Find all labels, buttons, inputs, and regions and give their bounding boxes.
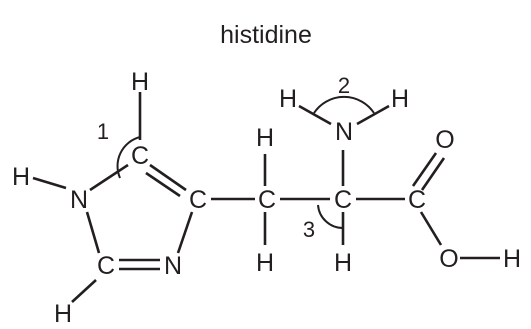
angle-arc-2 <box>313 95 375 114</box>
atom-labels: C N C C N C C C N O O H H H H H H H H H <box>12 68 521 328</box>
bonds <box>32 92 500 303</box>
angle-label-1: 1 <box>97 119 109 144</box>
atom-h-ch2-bottom: H <box>256 249 274 277</box>
atom-ring-n-h: N <box>70 186 88 214</box>
atom-ring-c-right: C <box>189 186 207 214</box>
bond-ctop-cright-a <box>149 163 187 192</box>
atom-h-amino-left: H <box>279 85 297 113</box>
atom-ring-n-bottom: N <box>164 252 182 280</box>
atom-alpha-c: C <box>334 186 352 214</box>
atom-h-hydroxyl: H <box>503 245 521 273</box>
angle-number-labels: 1 2 3 <box>97 73 350 242</box>
bond-carboxyl-o-double-a <box>411 152 438 187</box>
atom-ring-c-bottom: C <box>97 252 115 280</box>
diagram-title: histidine <box>220 21 312 49</box>
atom-ring-c-top: C <box>131 142 149 170</box>
bond-cbottom-h <box>71 279 97 303</box>
atom-h-alpha: H <box>334 249 352 277</box>
angle-label-2: 2 <box>338 73 350 98</box>
bond-cright-nbottom <box>176 211 194 254</box>
bond-n-hright <box>356 104 390 126</box>
atom-carbonyl-o: O <box>435 126 454 154</box>
bond-nh-h <box>32 176 67 190</box>
atom-h-ch2-top: H <box>256 124 274 152</box>
atom-h-amino-right: H <box>391 85 409 113</box>
bond-nh-cbottom <box>85 211 101 254</box>
bond-carboxyl-o-single <box>419 211 443 246</box>
atom-h-ring-top: H <box>131 68 149 96</box>
atom-hydroxyl-o: O <box>439 245 458 273</box>
angle-arc-1 <box>116 136 141 179</box>
atom-h-ring-n: H <box>12 163 30 191</box>
angle-arc-3 <box>317 204 344 230</box>
atom-amino-n: N <box>335 118 353 146</box>
atom-ch2-c: C <box>258 186 276 214</box>
bond-n-hleft <box>298 104 332 126</box>
bond-carboxyl-o-double-b <box>420 157 446 191</box>
bond-ctop-nh <box>89 163 129 192</box>
angle-arcs <box>116 95 375 230</box>
bond-ctop-cright-b <box>145 171 181 198</box>
atom-carboxyl-c: C <box>408 186 426 214</box>
atom-h-ring-bottom: H <box>54 300 72 328</box>
angle-label-3: 3 <box>303 217 315 242</box>
